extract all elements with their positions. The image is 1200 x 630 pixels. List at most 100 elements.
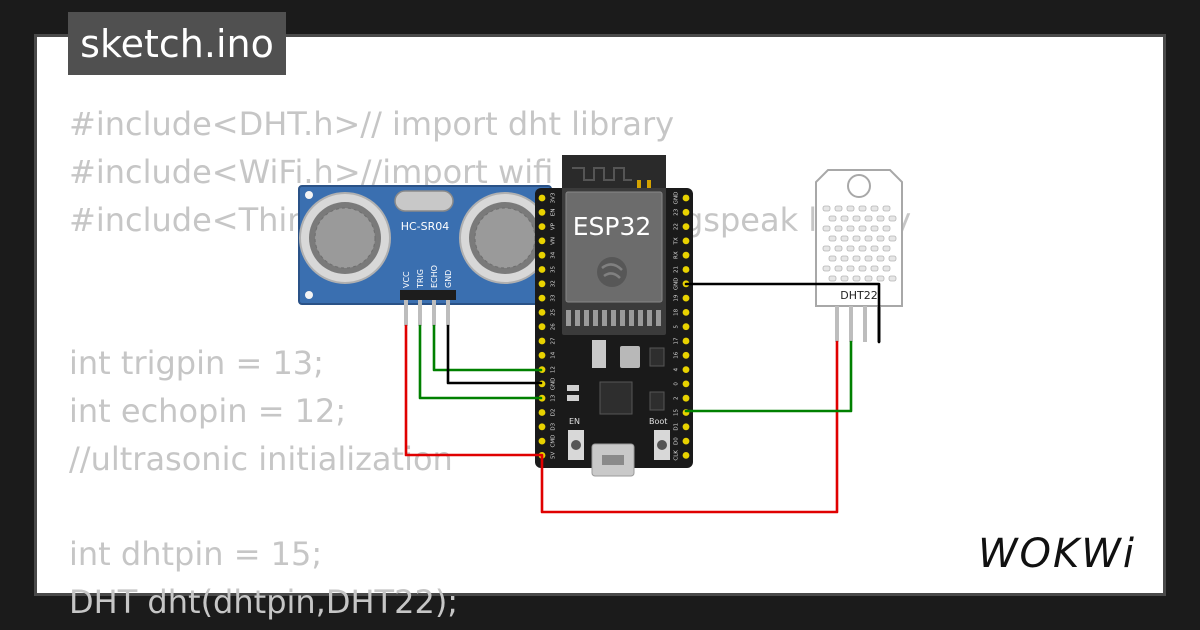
esp32-pin-pad[interactable] xyxy=(538,423,546,431)
esp32-pin-label: GND xyxy=(551,378,557,391)
dht22-vent xyxy=(846,265,855,272)
dht22-vent xyxy=(846,225,855,232)
esp32-pin-pad[interactable] xyxy=(682,380,690,388)
dht22-vent xyxy=(852,235,861,242)
esp32-pin-pad[interactable] xyxy=(682,323,690,331)
esp32-pin-pad[interactable] xyxy=(682,366,690,373)
transducer-right xyxy=(459,192,551,284)
dht22-vent xyxy=(822,225,831,232)
dht22-sensor[interactable]: DHT22 xyxy=(815,169,903,342)
esp32-pin-label: 2 xyxy=(674,396,680,400)
dht22-vent xyxy=(834,205,843,212)
esp32-pin-pad[interactable] xyxy=(682,208,690,216)
esp32-pin-label: 16 xyxy=(674,351,680,358)
esp32-pin-pad[interactable] xyxy=(682,423,690,431)
dht22-vent xyxy=(852,255,861,262)
dht22-vent xyxy=(882,225,891,232)
wire-trig-13 xyxy=(418,324,543,400)
esp32-pin-pad[interactable] xyxy=(682,237,690,245)
dht22-vent xyxy=(870,265,879,272)
dht22-vent xyxy=(888,215,897,222)
dht22-vent xyxy=(864,235,873,242)
esp32-pin-label: 3V3 xyxy=(551,192,557,203)
esp32-pin-pad[interactable] xyxy=(538,194,546,202)
esp32-pin-label: D1 xyxy=(674,423,680,431)
esp32-pin-label: 21 xyxy=(674,266,680,273)
dht22-vent xyxy=(876,215,885,222)
esp32-pin-pad[interactable] xyxy=(538,280,546,288)
ultrasonic-sensor[interactable]: HC-SR04 VCC TRIG ECHO GND xyxy=(298,185,552,326)
esp32-pin-label: 15 xyxy=(674,409,680,416)
esp32-pin-label: D3 xyxy=(551,422,557,430)
dht22-vent xyxy=(822,245,831,252)
esp32-board[interactable]: ESP32 EN Boot 3V3ENVPVN34353233252627141… xyxy=(535,155,693,477)
dht22-vent xyxy=(840,215,849,222)
esp32-pin-pad[interactable] xyxy=(682,337,690,345)
esp32-pin-pad[interactable] xyxy=(538,266,546,273)
wokwi-logo: WOKWi xyxy=(978,531,1134,577)
boot-button-label: Boot xyxy=(649,417,667,426)
esp32-pin-pad[interactable] xyxy=(538,337,546,345)
esp32-pin-label: 25 xyxy=(551,308,557,315)
dht22-vent xyxy=(864,255,873,262)
code-line: int echopin = 12; xyxy=(69,391,347,430)
dht22-vent xyxy=(834,225,843,232)
esp32-pin-pad[interactable] xyxy=(538,309,546,316)
code-line: int dhtpin = 15; xyxy=(69,535,323,574)
dht22-vent xyxy=(858,225,867,232)
esp32-pin-pad[interactable] xyxy=(538,237,546,245)
esp32-pin-pad[interactable] xyxy=(682,394,690,402)
dht22-vent xyxy=(876,255,885,262)
esp32-pin-label: 12 xyxy=(551,366,557,373)
esp32-pin-pad[interactable] xyxy=(682,223,690,231)
esp32-pin-pad[interactable] xyxy=(682,294,690,302)
esp32-pin-pad[interactable] xyxy=(682,437,690,445)
esp32-pin-pad[interactable] xyxy=(682,266,690,273)
esp32-pin-pad[interactable] xyxy=(682,194,690,202)
esp32-pin-pad[interactable] xyxy=(682,351,690,359)
dht22-vent xyxy=(852,275,861,282)
dht22-vent xyxy=(870,225,879,232)
esp32-pin-label: GND xyxy=(674,192,680,205)
dht22-vent xyxy=(858,205,867,212)
dht22-vent xyxy=(882,205,891,212)
esp32-pin-pad[interactable] xyxy=(538,437,546,445)
esp32-pin-label: 14 xyxy=(551,351,557,358)
filename-tab[interactable]: sketch.ino xyxy=(68,12,286,75)
dht22-vent xyxy=(888,275,897,282)
esp32-pin-pad[interactable] xyxy=(538,409,546,416)
dht22-vent xyxy=(846,245,855,252)
esp32-pin-label: 19 xyxy=(674,294,680,301)
esp32-pin-label: 0 xyxy=(674,382,680,386)
dht22-vent xyxy=(870,205,879,212)
esp32-pin-label: 26 xyxy=(551,323,557,330)
esp32-pin-pad[interactable] xyxy=(538,251,546,259)
esp32-pin-pad[interactable] xyxy=(538,294,546,302)
dht22-vent xyxy=(858,265,867,272)
code-line: DHT dht(dhtpin,DHT22); xyxy=(69,582,459,621)
esp32-pin-label: CMD xyxy=(551,435,557,448)
esp32-pin-label: 13 xyxy=(551,394,557,401)
esp32-pin-pad[interactable] xyxy=(538,208,546,216)
esp32-pin-label: 32 xyxy=(551,280,557,287)
dht22-vent xyxy=(852,215,861,222)
wire-vcc-5v xyxy=(404,324,543,457)
wire-echo-12 xyxy=(432,324,543,372)
esp32-pin-pad[interactable] xyxy=(538,223,546,231)
en-button-label: EN xyxy=(569,417,580,426)
dht22-vent xyxy=(864,215,873,222)
dht22-vent xyxy=(822,265,831,272)
dht22-vent xyxy=(840,255,849,262)
esp32-pin-pad[interactable] xyxy=(682,452,690,459)
esp32-pin-label: CLK xyxy=(674,450,680,461)
code-line: #include<DHT.h>// import dht library xyxy=(69,105,675,143)
esp32-label: ESP32 xyxy=(573,212,652,241)
esp32-pin-pad[interactable] xyxy=(538,323,546,331)
wire-dht-gnd xyxy=(684,282,881,344)
esp32-pin-pad[interactable] xyxy=(538,351,546,359)
esp32-pin-pad[interactable] xyxy=(682,251,690,259)
esp32-pin-pad[interactable] xyxy=(682,309,690,316)
ultrasonic-label: HC-SR04 xyxy=(401,220,450,233)
